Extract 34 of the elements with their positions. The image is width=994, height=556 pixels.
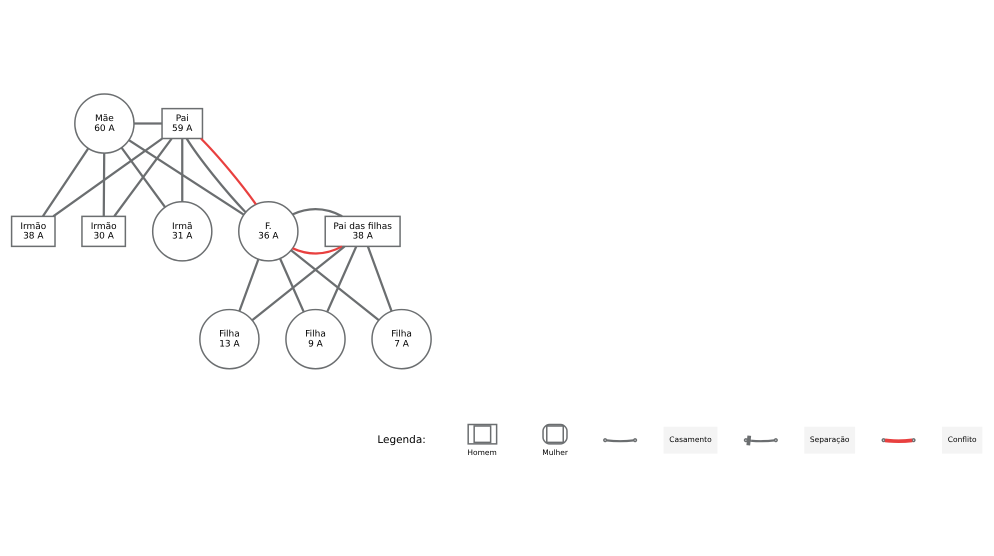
node-box: Pai 59 A [161,107,204,139]
node-circle: Filha 9 A [285,308,346,369]
legend-label: Conflito [948,434,977,444]
connector [292,208,343,217]
connector [42,147,90,216]
node-box: Irmão 30 A [81,215,126,247]
node-circle: Filha 13 A [199,308,260,369]
node-circle: Irmã 31 A [152,200,213,262]
connector [290,248,380,321]
node-circle: F. 36 A [238,200,299,262]
connector [52,137,163,217]
legend-label: Mulher [542,448,568,457]
connector [102,152,106,216]
legend-label: Separação [810,434,850,444]
node-box: Pai das filhas 38 A [324,215,401,247]
legend-label: Homem [467,448,497,457]
connector [238,258,260,311]
node-box: Irmão 38 A [10,215,56,247]
legend-label: Casamento [669,434,712,444]
connector [200,137,257,204]
connector [252,245,346,321]
connector [120,146,166,208]
connector [326,245,358,312]
node-circle: Filha 7 A [371,308,432,369]
node-circle: Mãe 60 A [74,92,135,154]
connector [113,137,173,216]
connector [128,138,244,216]
connector [279,258,305,312]
connector [186,138,246,212]
label: Legenda: [377,433,426,446]
connector [292,244,343,254]
connector [366,246,393,312]
connector [181,138,184,202]
connector [134,122,162,124]
